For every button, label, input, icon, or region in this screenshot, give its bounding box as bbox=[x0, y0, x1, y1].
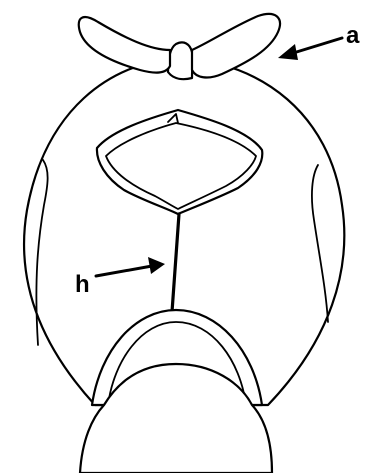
arrow-a-head bbox=[278, 44, 298, 60]
label-a: a bbox=[346, 22, 360, 49]
left-antenna bbox=[79, 17, 170, 73]
arrow-a-shaft bbox=[290, 38, 342, 54]
top-stalk bbox=[168, 42, 192, 79]
label-h: h bbox=[75, 271, 90, 298]
right-antenna bbox=[192, 14, 280, 78]
